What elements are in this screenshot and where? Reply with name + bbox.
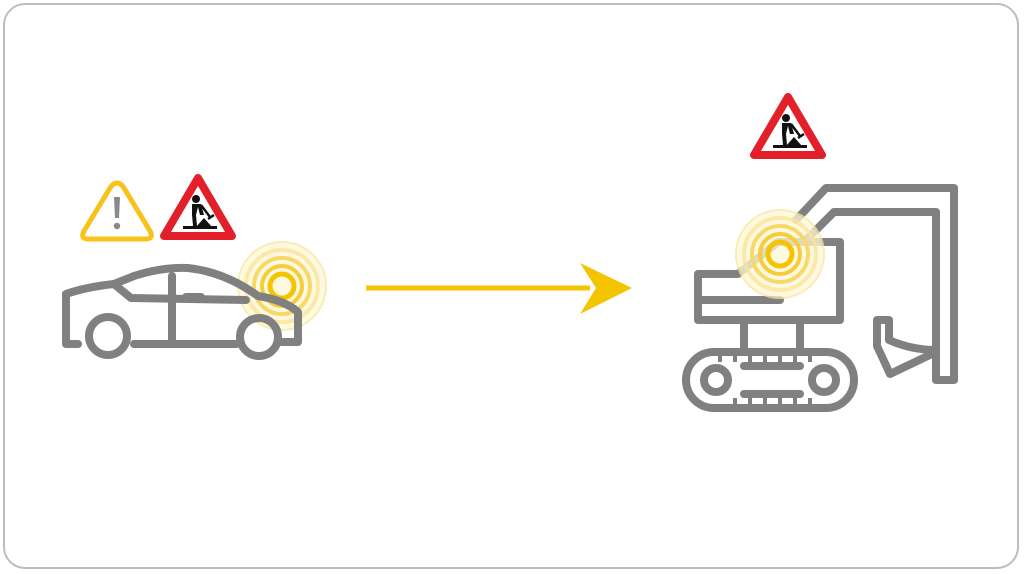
- caution-warning-icon: [80, 180, 154, 242]
- track-treads: [718, 352, 812, 408]
- excavator-icon: [682, 184, 958, 412]
- roadworks-sign-icon: [164, 178, 232, 236]
- roadworks-sign-icon: [754, 97, 822, 155]
- flow-arrow: [366, 263, 632, 314]
- car-icon: [62, 263, 302, 360]
- construction-machine-node: [682, 97, 958, 412]
- vehicle-node: [62, 178, 326, 360]
- wireless-signal-icon: [736, 210, 824, 298]
